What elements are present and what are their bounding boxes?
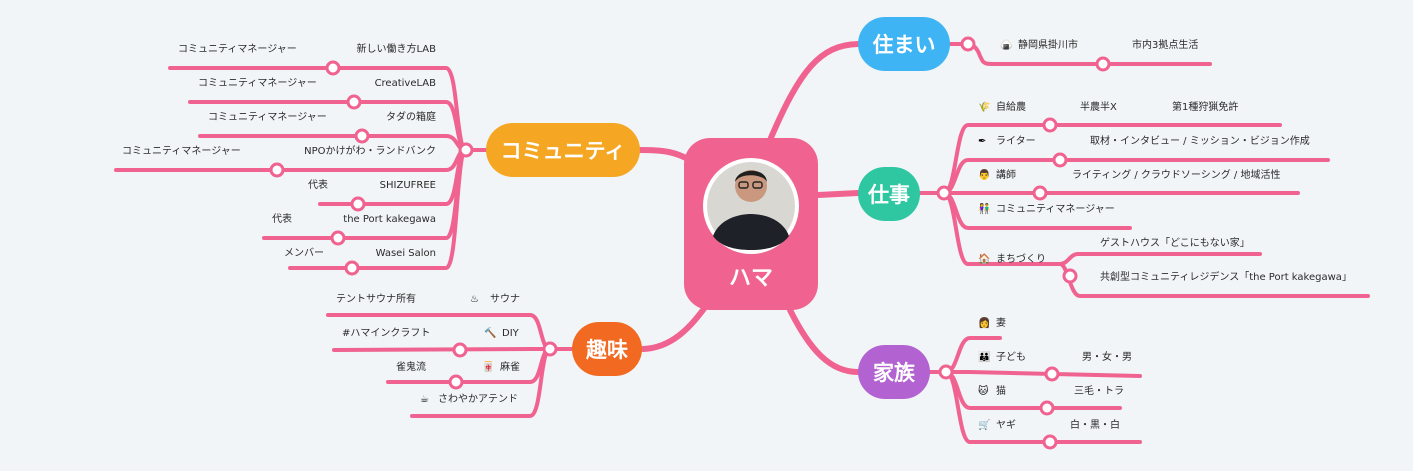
work-item-1-sub2[interactable]: 第1種狩猟免許 bbox=[1172, 100, 1238, 113]
rice-ball-icon: 🍙 bbox=[1000, 39, 1013, 51]
topic-hobby[interactable]: 趣味 bbox=[572, 322, 642, 376]
community-item-2[interactable]: CreativeLAB bbox=[375, 78, 437, 89]
live-item-1[interactable]: 静岡県掛川市 bbox=[1018, 38, 1078, 51]
community-dot-7 bbox=[344, 260, 360, 276]
work-item-5[interactable]: まちづくり bbox=[996, 253, 1046, 265]
rice-plant-icon: 🌾 bbox=[978, 101, 990, 113]
community-item-4[interactable]: NPOかけがわ・ランドバンク bbox=[304, 144, 436, 157]
work-item-1-sub[interactable]: 半農半X bbox=[1080, 100, 1117, 113]
topic-live-title: 住まい bbox=[873, 33, 936, 57]
topic-community-title: コミュニティ bbox=[501, 139, 626, 163]
topic-family[interactable]: 家族 bbox=[858, 345, 930, 399]
community-item-7-sub[interactable]: メンバー bbox=[284, 247, 324, 259]
pen-icon: ✒ bbox=[978, 136, 986, 147]
hot-springs-icon: ♨ bbox=[470, 294, 479, 305]
community-item-6-sub[interactable]: 代表 bbox=[272, 212, 292, 225]
work-item-5-sub[interactable]: ゲストハウス「どこにもない家」 bbox=[1100, 236, 1250, 249]
community-item-1-sub[interactable]: コミュニティマネージャー bbox=[178, 43, 297, 55]
family-item-3-sub[interactable]: 三毛・トラ bbox=[1074, 385, 1124, 397]
wife-icon: 👩 bbox=[978, 316, 990, 329]
hobby-item-3-sub[interactable]: 雀鬼流 bbox=[396, 360, 426, 373]
people-icon: 👫 bbox=[978, 202, 991, 215]
work-item-1[interactable]: 自給農 bbox=[996, 100, 1026, 113]
work-item-2-sub[interactable]: 取材・インタビュー / ミッション・ビジョン作成 bbox=[1090, 134, 1310, 147]
hobby-item-1-sub[interactable]: テントサウナ所有 bbox=[336, 292, 416, 305]
community-dot-5 bbox=[350, 196, 366, 212]
work-dot-2 bbox=[1052, 152, 1068, 168]
community-dot-6 bbox=[330, 230, 346, 246]
house-icon: 🏠 bbox=[978, 253, 990, 265]
community-item-6[interactable]: the Port kakegawa bbox=[343, 214, 436, 225]
hobby-item-1[interactable]: サウナ bbox=[490, 293, 520, 305]
work-dot-3 bbox=[1032, 185, 1048, 201]
mahjong-tile-icon: 🀄 bbox=[482, 360, 494, 373]
hammer-icon: 🔨 bbox=[484, 326, 496, 339]
family-junction bbox=[938, 364, 954, 380]
community-junction bbox=[458, 142, 474, 158]
center-topic[interactable]: ハマ bbox=[684, 138, 818, 310]
work-item-3[interactable]: 講師 bbox=[996, 168, 1016, 181]
family-icon: 👪 bbox=[978, 350, 990, 363]
community-connectors bbox=[114, 66, 490, 270]
community-item-5-sub[interactable]: 代表 bbox=[308, 178, 328, 191]
community-dot-3 bbox=[354, 128, 370, 144]
center-title: ハマ bbox=[729, 266, 773, 291]
work-item-3-sub[interactable]: ライティング / クラウドソーシング / 地域活性 bbox=[1072, 168, 1280, 181]
community-item-2-sub[interactable]: コミュニティマネージャー bbox=[198, 77, 317, 89]
teacher-icon: 👨 bbox=[978, 168, 990, 181]
portrait-photo bbox=[707, 162, 795, 250]
family-item-2-sub[interactable]: 男・女・男 bbox=[1082, 350, 1132, 363]
community-item-1[interactable]: 新しい働き方LAB bbox=[356, 42, 436, 55]
work-dot-5 bbox=[1062, 268, 1078, 284]
family-item-2[interactable]: 子ども bbox=[996, 351, 1026, 363]
family-dot-2 bbox=[1044, 366, 1060, 382]
live-item-1-sub[interactable]: 市内3拠点生活 bbox=[1132, 38, 1198, 51]
hobby-item-3[interactable]: 麻雀 bbox=[500, 360, 520, 373]
family-item-1[interactable]: 妻 bbox=[996, 316, 1006, 329]
community-item-7[interactable]: Wasei Salon bbox=[376, 248, 436, 259]
hobby-junction bbox=[542, 341, 558, 357]
family-dot-4 bbox=[1042, 434, 1058, 450]
work-junction bbox=[936, 185, 952, 201]
goat-cart-icon: 🛒 bbox=[978, 418, 990, 431]
hobby-item-2-sub[interactable]: #ハマインクラフト bbox=[342, 327, 430, 339]
hobby-dot-2 bbox=[452, 342, 468, 358]
community-item-3[interactable]: タダの箱庭 bbox=[386, 110, 436, 123]
community-item-4-sub[interactable]: コミュニティマネージャー bbox=[122, 145, 241, 157]
work-item-4[interactable]: コミュニティマネージャー bbox=[996, 203, 1115, 215]
topic-live[interactable]: 住まい bbox=[858, 17, 950, 71]
topic-family-title: 家族 bbox=[873, 361, 916, 385]
hobby-item-4[interactable]: さわやかアテンド bbox=[438, 393, 518, 405]
community-dot-4 bbox=[269, 162, 285, 178]
topic-work-title: 仕事 bbox=[867, 183, 910, 207]
community-dot-1 bbox=[325, 60, 341, 76]
work-item-5-sub2[interactable]: 共創型コミュニティレジデンス「the Port kakegawa」 bbox=[1100, 270, 1352, 283]
cat-icon: 🐱 bbox=[978, 385, 989, 397]
live-junction bbox=[960, 36, 976, 52]
hobby-dot-3 bbox=[448, 374, 464, 390]
coffee-icon: ☕ bbox=[420, 394, 429, 405]
topic-work[interactable]: 仕事 bbox=[858, 167, 920, 221]
family-dot-3 bbox=[1039, 400, 1055, 416]
work-item-2[interactable]: ライター bbox=[996, 135, 1036, 147]
topic-community[interactable]: コミュニティ bbox=[486, 123, 640, 177]
family-item-4[interactable]: ヤギ bbox=[996, 419, 1016, 431]
community-dot-2 bbox=[346, 94, 362, 110]
topic-hobby-title: 趣味 bbox=[585, 338, 628, 362]
community-item-3-sub[interactable]: コミュニティマネージャー bbox=[208, 111, 327, 123]
work-dot-1 bbox=[1042, 117, 1058, 133]
family-item-4-sub[interactable]: 白・黒・白 bbox=[1070, 418, 1120, 431]
live-node-dot bbox=[1095, 56, 1111, 72]
family-item-3[interactable]: 猫 bbox=[996, 384, 1006, 397]
community-item-5[interactable]: SHIZUFREE bbox=[380, 180, 436, 191]
hobby-item-2[interactable]: DIY bbox=[502, 328, 520, 339]
